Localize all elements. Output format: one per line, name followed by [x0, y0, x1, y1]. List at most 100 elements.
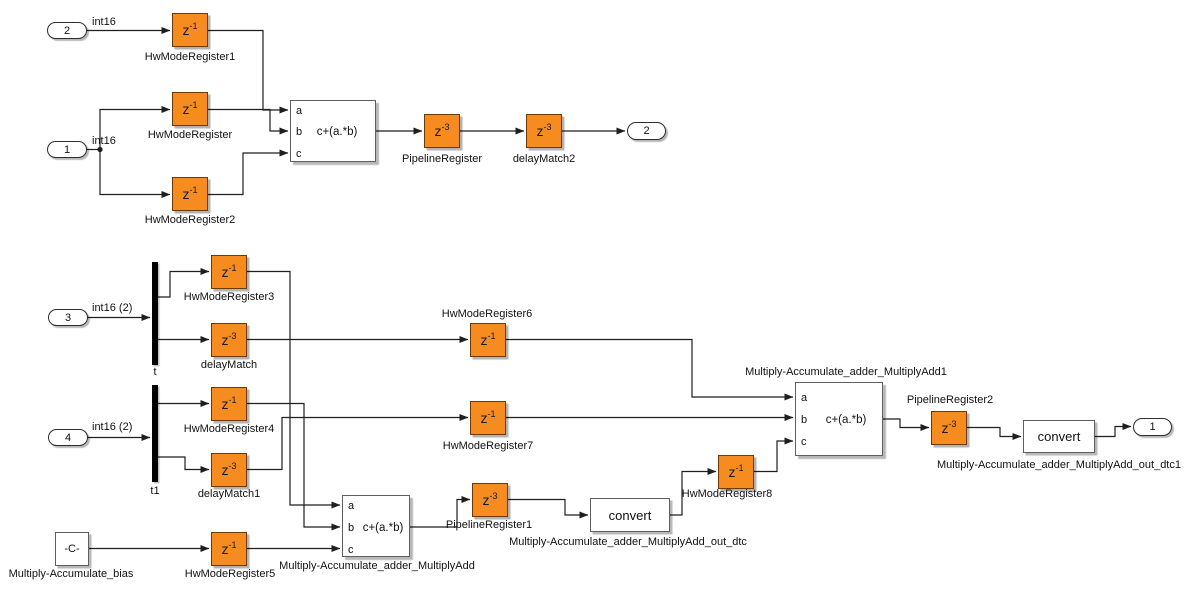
block-hwmoderegister4[interactable]: z-1 — [211, 387, 247, 421]
delay-exponent: -1 — [487, 331, 496, 341]
delay-z: z — [221, 332, 229, 348]
branch-junction-dot — [97, 146, 103, 153]
label-hwmoderegister4: HwModeRegister4 — [183, 423, 275, 435]
delay-exponent: -3 — [489, 491, 498, 501]
signal-dtype-in3: int16 (2) — [92, 302, 133, 314]
delay-exponent: -1 — [189, 100, 198, 110]
inport-3[interactable]: 3 — [48, 309, 88, 326]
delay-z: z — [941, 420, 949, 436]
outport-2-number: 2 — [643, 125, 650, 137]
label-pipelineregister2: PipelineRegister2 — [906, 394, 994, 406]
signal-dtype-in4: int16 (2) — [92, 421, 133, 433]
wire-delaymatch1-to-hwmoderegister7[interactable] — [247, 414, 469, 471]
block-hwmoderegister3[interactable]: z-1 — [211, 255, 247, 289]
delay-exponent: -3 — [543, 122, 552, 132]
wire-hwmoderegister4-to-madd-mid-b[interactable] — [247, 402, 341, 531]
wire-hwmoderegister-to-madd-b[interactable] — [208, 108, 289, 135]
signal-dtype-in2: int16 — [92, 16, 116, 28]
block-convert-dtc1[interactable]: convert — [1023, 420, 1095, 453]
mux-bar-t1[interactable] — [152, 385, 158, 482]
wire-madd-mid-to-pipelineregister1[interactable] — [410, 496, 471, 528]
mux-bar-t[interactable] — [152, 262, 158, 365]
inport-1[interactable]: 1 — [47, 141, 87, 158]
inport-2-number: 2 — [63, 24, 71, 37]
inport-4-number: 4 — [64, 431, 72, 444]
block-constant-bias[interactable]: -C- — [55, 532, 89, 566]
block-hwmoderegister5[interactable]: z-1 — [211, 532, 247, 566]
label-hwmoderegister3: HwModeRegister3 — [183, 291, 275, 303]
wire-hwmoderegister6-to-madd1-a[interactable] — [506, 338, 794, 401]
label-constant-bias: Multiply-Accumulate_bias — [8, 568, 134, 580]
outport-1-number: 1 — [1149, 421, 1156, 433]
signal-dtype-in1: int16 — [92, 135, 116, 147]
delay-z: z — [221, 264, 229, 280]
wire-pipelineregister1-to-convert[interactable] — [508, 498, 589, 519]
label-hwmoderegister6: HwModeRegister6 — [441, 308, 533, 320]
wire-branch-to-hwmoderegister[interactable] — [99, 106, 171, 150]
delay-z: z — [434, 123, 442, 139]
label-delaymatch: delayMatch — [200, 359, 258, 371]
label-mux-t: t — [153, 366, 157, 378]
inport-3-number: 3 — [64, 311, 72, 324]
label-hwmoderegister1: HwModeRegister1 — [144, 51, 236, 63]
block-hwmoderegister7[interactable]: z-1 — [470, 401, 506, 435]
wire-t1-to-delaymatch1[interactable] — [158, 456, 210, 473]
block-hwmoderegister2[interactable]: z-1 — [172, 177, 208, 211]
delay-z: z — [728, 464, 736, 480]
delay-exponent: -3 — [228, 461, 237, 471]
wire-pipelineregister2-to-convert1[interactable] — [967, 426, 1022, 440]
label-multiplyadd-mid: Multiply-Accumulate_adder_MultiplyAdd — [279, 560, 475, 572]
delay-z: z — [182, 101, 190, 117]
label-hwmoderegister8: HwModeRegister8 — [681, 488, 773, 500]
outport-1[interactable]: 1 — [1133, 418, 1172, 436]
inport-2[interactable]: 2 — [47, 22, 87, 39]
label-delaymatch2: delayMatch2 — [512, 153, 576, 165]
label-hwmoderegister2: HwModeRegister2 — [144, 214, 236, 226]
delay-exponent: -1 — [487, 409, 496, 419]
block-delaymatch[interactable]: z-3 — [211, 323, 247, 357]
delay-exponent: -3 — [441, 122, 450, 132]
delay-z: z — [221, 462, 229, 478]
delay-z: z — [482, 492, 490, 508]
delay-exponent: -1 — [189, 185, 198, 195]
wire-hwmoderegister1-to-madd-a[interactable] — [208, 29, 289, 114]
block-pipelineregister2[interactable]: z-3 — [931, 411, 967, 445]
delay-z: z — [480, 332, 488, 348]
block-delaymatch2[interactable]: z-3 — [526, 114, 562, 148]
wire-madd1-to-pipelineregister2[interactable] — [883, 418, 930, 431]
block-hwmoderegister1[interactable]: z-1 — [172, 13, 208, 47]
block-multiplyadd1[interactable]: a b c c+(a.*b) — [795, 382, 883, 456]
block-hwmoderegister[interactable]: z-1 — [172, 92, 208, 126]
port-label-b: b — [348, 521, 355, 534]
block-hwmoderegister8[interactable]: z-1 — [718, 455, 754, 489]
port-label-c: c — [348, 543, 354, 556]
delay-z: z — [480, 410, 488, 426]
outport-2[interactable]: 2 — [627, 122, 666, 140]
block-multiplyadd-mid[interactable]: a b c c+(a.*b) — [342, 495, 410, 557]
convert-text: convert — [608, 507, 652, 523]
label-hwmoderegister5: HwModeRegister5 — [184, 568, 276, 580]
block-pipelineregister1[interactable]: z-3 — [472, 483, 508, 517]
block-hwmoderegister6[interactable]: z-1 — [470, 323, 506, 357]
delay-z: z — [182, 186, 190, 202]
block-pipelineregister[interactable]: z-3 — [424, 114, 460, 148]
wire-t-to-hwmoderegister3[interactable] — [158, 268, 210, 298]
wire-hwmoderegister3-to-madd-mid-a[interactable] — [247, 270, 341, 509]
wire-convert1-to-out1[interactable] — [1095, 423, 1132, 438]
block-delaymatch1[interactable]: z-3 — [211, 453, 247, 487]
wire-hwmoderegister8-to-madd1-c[interactable] — [754, 437, 794, 473]
block-multiplyadd-top[interactable]: a b c c+(a.*b) — [290, 100, 376, 162]
multiplyadd-expression: c+(a.*b) — [825, 414, 867, 426]
label-mux-t1: t1 — [150, 485, 160, 497]
convert-text: convert — [1037, 429, 1081, 444]
port-label-a: a — [348, 499, 355, 512]
wire-convert-to-hwmoderegister8[interactable] — [670, 468, 717, 516]
wire-branch-to-hwmoderegister2[interactable] — [99, 149, 171, 198]
wire-hwmoderegister2-to-madd-c[interactable] — [208, 149, 289, 196]
block-convert-dtc[interactable]: convert — [590, 498, 670, 532]
label-hwmoderegister7: HwModeRegister7 — [442, 440, 534, 452]
inport-4[interactable]: 4 — [48, 429, 88, 446]
label-convert-dtc: Multiply-Accumulate_adder_MultiplyAdd_ou… — [509, 536, 747, 548]
delay-exponent: -1 — [189, 21, 198, 31]
